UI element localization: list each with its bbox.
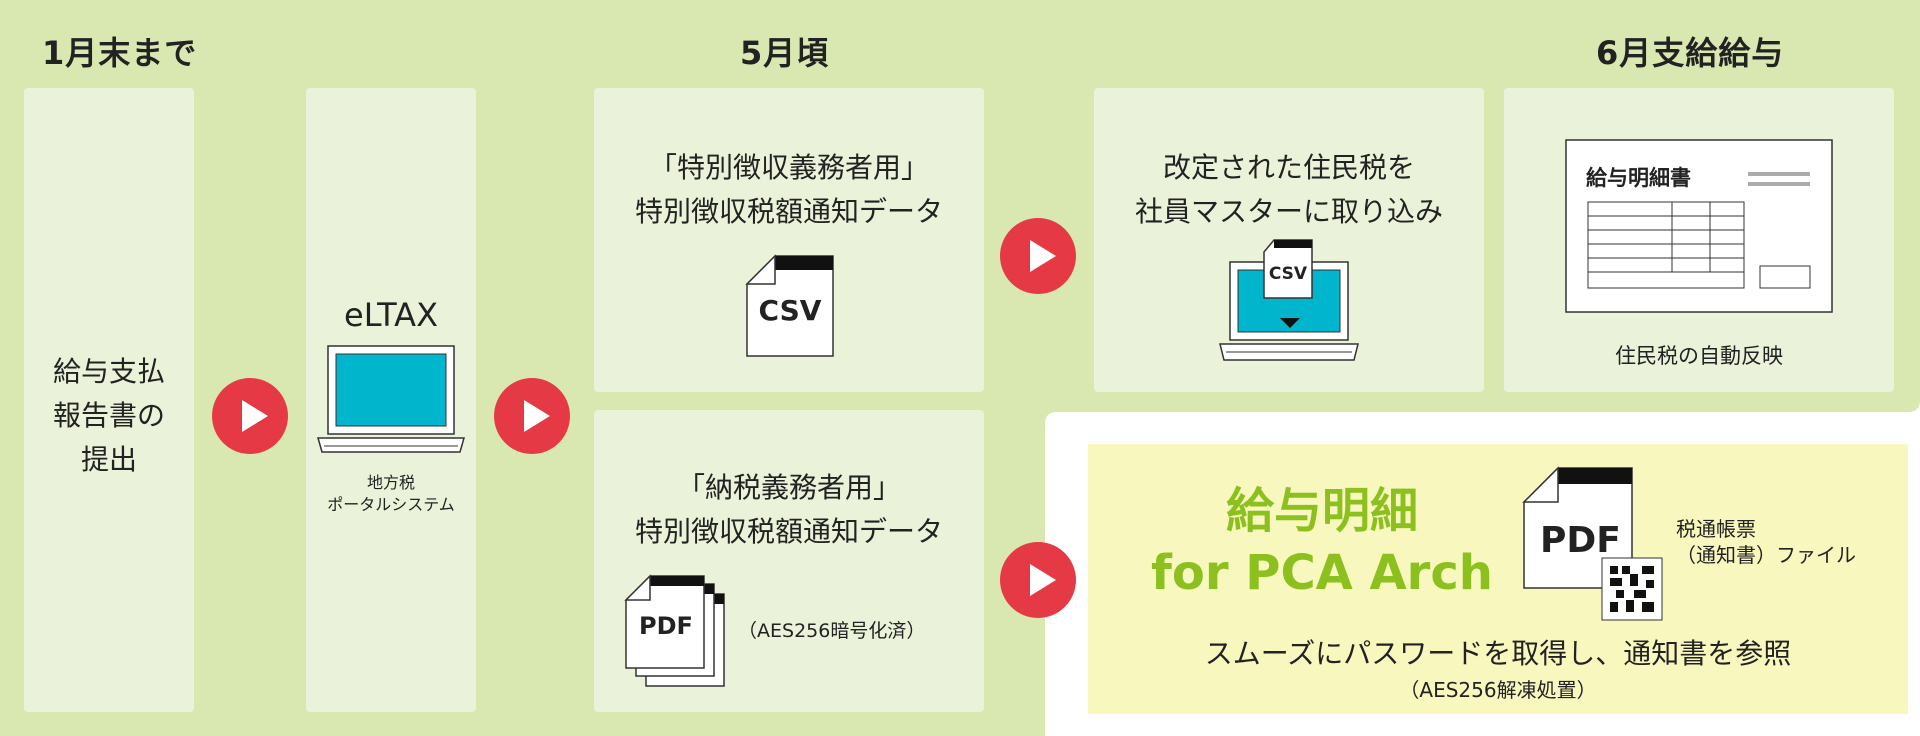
pdf-file-caption-line-1: 税通帳票 (1676, 517, 1756, 541)
payment-report-line-2: 報告書の (52, 399, 165, 432)
play-arrow-icon (1000, 542, 1076, 618)
import-master-line-2: 社員マスターに取り込み (1134, 195, 1443, 228)
pdf-file-caption: 税通帳票 （通知書）ファイル (1676, 516, 1856, 568)
product-description-note: （AES256解凍処置） (1399, 678, 1597, 702)
header-until-january: 1月末まで (42, 34, 198, 72)
employer-notice-line-1: 「特別徴収義務者用」 (648, 151, 929, 184)
employer-notice-line-2: 特別徴収税額通知データ (634, 195, 943, 228)
eltax-caption-line-1: 地方税 (366, 473, 415, 492)
pdf-file-stack-icon (624, 574, 725, 687)
import-csv-label: CSV (1268, 264, 1308, 284)
payment-report-line-3: 提出 (80, 443, 137, 476)
product-description: スムーズにパスワードを取得し、通知書を参照 (1204, 637, 1792, 670)
eltax-caption-line-2: ポータルシステム (327, 495, 455, 514)
product-name-line-1: 給与明細 (1225, 483, 1418, 539)
header-june-salary: 6月支給給与 (1596, 34, 1785, 72)
taxpayer-notice-line-2: 特別徴収税額通知データ (634, 515, 943, 548)
product-name-line-2: for PCA Arch (1151, 545, 1493, 601)
csv-file-label: CSV (758, 294, 822, 327)
payslip-caption: 住民税の自動反映 (1615, 344, 1783, 368)
payment-report-line-1: 給与支払 (52, 355, 165, 388)
laptop-download-icon (1219, 239, 1359, 361)
play-arrow-icon (212, 378, 288, 454)
payslip-document-icon (1565, 139, 1833, 313)
eltax-caption: 地方税 ポータルシステム (306, 472, 476, 516)
pdf-file-label: PDF (1540, 520, 1621, 561)
payslip-doc-title: 給与明細書 (1586, 166, 1691, 190)
encryption-note: （AES256暗号化済） (738, 620, 926, 642)
product-name: 給与明細 for PCA Arch (1150, 480, 1494, 604)
import-master-line-1: 改定された住民税を (1162, 151, 1415, 184)
qr-code-icon (1601, 557, 1663, 621)
employer-notice-text: 「特別徴収義務者用」 特別徴収税額通知データ (594, 146, 984, 234)
play-arrow-icon (494, 378, 570, 454)
pdf-file-icon (1522, 466, 1663, 621)
taxpayer-notice-line-1: 「納税義務者用」 (676, 471, 901, 504)
download-arrow-icon (1280, 318, 1300, 328)
eltax-title: eLTAX (344, 296, 438, 334)
header-around-may: 5月頃 (740, 34, 830, 72)
csv-file-icon (745, 254, 834, 357)
pdf-file-caption-line-2: （通知書）ファイル (1676, 543, 1856, 567)
product-box (1088, 444, 1908, 714)
panel-payment-report (24, 88, 194, 712)
payment-report-text: 給与支払 報告書の 提出 (24, 350, 194, 482)
pdf-stack-label: PDF (639, 612, 693, 640)
laptop-icon (317, 345, 465, 453)
taxpayer-notice-text: 「納税義務者用」 特別徴収税額通知データ (594, 466, 984, 554)
import-master-text: 改定された住民税を 社員マスターに取り込み (1094, 146, 1484, 234)
play-arrow-icon (1000, 218, 1076, 294)
